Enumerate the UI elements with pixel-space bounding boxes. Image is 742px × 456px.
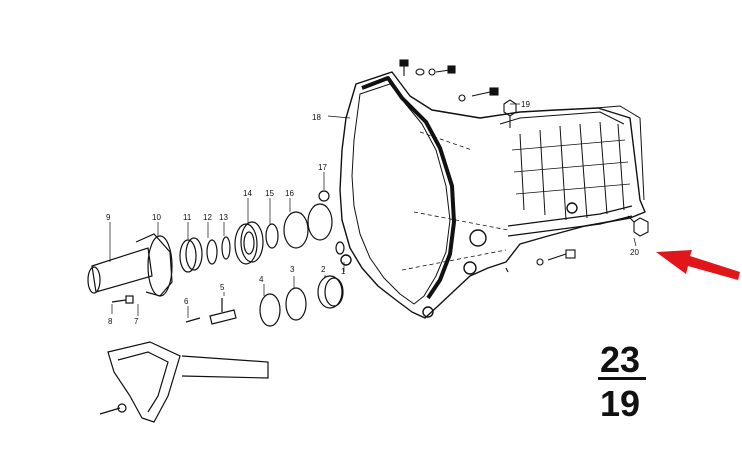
part-label-12: 12 — [203, 213, 212, 222]
part-label-8: 8 — [108, 317, 113, 326]
part-label-5: 5 — [220, 283, 225, 292]
part-label-19: 19 — [521, 100, 530, 109]
part-label-18: 18 — [312, 113, 321, 122]
part-label-3: 3 — [290, 265, 295, 274]
part-label-14: 14 — [243, 189, 252, 198]
page-ref-denominator: 19 — [600, 383, 640, 424]
fraction-bar — [598, 377, 646, 380]
part-label-9: 9 — [106, 213, 111, 222]
page-ref-numerator: 23 — [600, 339, 640, 380]
drain-plug-20 — [627, 215, 649, 237]
part-label-1: 1 — [341, 267, 346, 276]
part-label-15: 15 — [265, 189, 274, 198]
input-shaft-assembly — [87, 190, 345, 327]
part-label-16: 16 — [285, 189, 294, 198]
part-label-13: 13 — [219, 213, 228, 222]
part-label-11: 11 — [183, 213, 192, 222]
part-label-7: 7 — [134, 317, 139, 326]
part-label-17: 17 — [318, 163, 327, 172]
bottom-bolt — [505, 249, 576, 273]
part-label-6: 6 — [184, 297, 189, 306]
bottom-cover-plate — [99, 341, 269, 423]
part-label-10: 10 — [152, 213, 161, 222]
part-label-2: 2 — [321, 265, 326, 274]
leader-lines — [109, 103, 637, 318]
part-label-20: 20 — [630, 248, 639, 257]
part-label-4: 4 — [259, 275, 264, 284]
part-labels: 1 2 3 4 5 6 7 8 9 10 11 12 13 14 15 16 1… — [106, 100, 639, 326]
page-reference: 23 19 — [598, 339, 646, 424]
top-bolts — [399, 59, 517, 128]
arrow-icon — [656, 250, 740, 280]
transmission-case — [339, 71, 646, 319]
